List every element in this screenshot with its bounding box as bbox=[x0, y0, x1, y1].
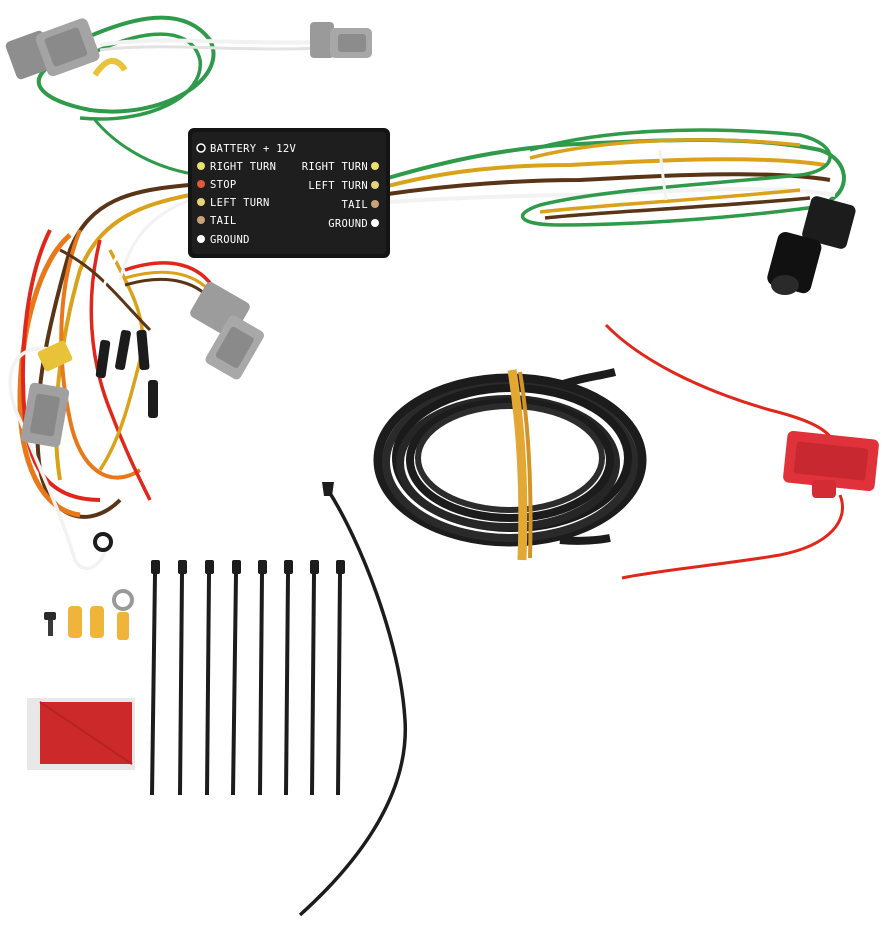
converter-module: BATTERY + 12V RIGHT TURN STOP LEFT TURN … bbox=[188, 128, 390, 258]
connector-top-right bbox=[310, 22, 372, 58]
label-left-turn-out: LEFT TURN bbox=[308, 180, 368, 192]
power-wire-coil bbox=[373, 368, 647, 561]
battery-indicator-dot bbox=[196, 143, 206, 153]
ring-terminal bbox=[112, 589, 134, 640]
butt-connector bbox=[68, 606, 82, 638]
trailer-4way-harness bbox=[387, 128, 856, 295]
cable-tie bbox=[231, 560, 241, 796]
connector-lower-left bbox=[20, 382, 70, 448]
label-ground-in: GROUND bbox=[210, 234, 250, 246]
screw bbox=[44, 612, 56, 636]
cable-tie bbox=[284, 560, 293, 796]
label-tail-in: TAIL bbox=[210, 215, 237, 227]
label-stop: STOP bbox=[210, 179, 237, 191]
double-sided-tape bbox=[27, 698, 135, 770]
tail-out-dot bbox=[371, 200, 379, 208]
cable-tie bbox=[205, 560, 214, 796]
module-left-labels: BATTERY + 12V RIGHT TURN STOP LEFT TURN … bbox=[196, 143, 296, 246]
cable-tie bbox=[310, 560, 319, 796]
left-turn-indicator-dot bbox=[197, 198, 205, 206]
cable-tie bbox=[258, 560, 267, 796]
label-ground-out: GROUND bbox=[328, 218, 368, 230]
label-battery: BATTERY + 12V bbox=[210, 143, 296, 155]
short-cable-ties bbox=[150, 560, 345, 796]
long-cable-tie bbox=[298, 489, 407, 917]
label-right-turn-out: RIGHT TURN bbox=[302, 161, 368, 173]
butt-connector bbox=[90, 606, 104, 638]
upper-vehicle-harness bbox=[5, 15, 372, 177]
ground-out-dot bbox=[371, 219, 379, 227]
label-tail-out: TAIL bbox=[342, 199, 369, 211]
connector-top-left bbox=[5, 18, 100, 80]
right-turn-out-dot bbox=[371, 162, 379, 170]
trailer-plug bbox=[767, 196, 856, 295]
ground-indicator-dot bbox=[197, 235, 205, 243]
label-left-turn-in: LEFT TURN bbox=[210, 197, 270, 209]
cable-tie bbox=[150, 560, 160, 796]
module-right-labels: RIGHT TURN LEFT TURN TAIL GROUND bbox=[302, 161, 379, 230]
tail-indicator-dot bbox=[197, 216, 205, 224]
right-turn-indicator-dot bbox=[197, 162, 205, 170]
small-hardware bbox=[44, 589, 134, 640]
cable-tie bbox=[336, 560, 345, 796]
fuse-holder bbox=[604, 323, 879, 580]
connector-mid-left bbox=[190, 282, 264, 380]
powered-side-harness bbox=[8, 183, 264, 570]
label-right-turn-in: RIGHT TURN bbox=[210, 161, 276, 173]
left-turn-out-dot bbox=[371, 181, 379, 189]
cable-tie bbox=[178, 560, 187, 796]
stop-indicator-dot bbox=[197, 180, 205, 188]
